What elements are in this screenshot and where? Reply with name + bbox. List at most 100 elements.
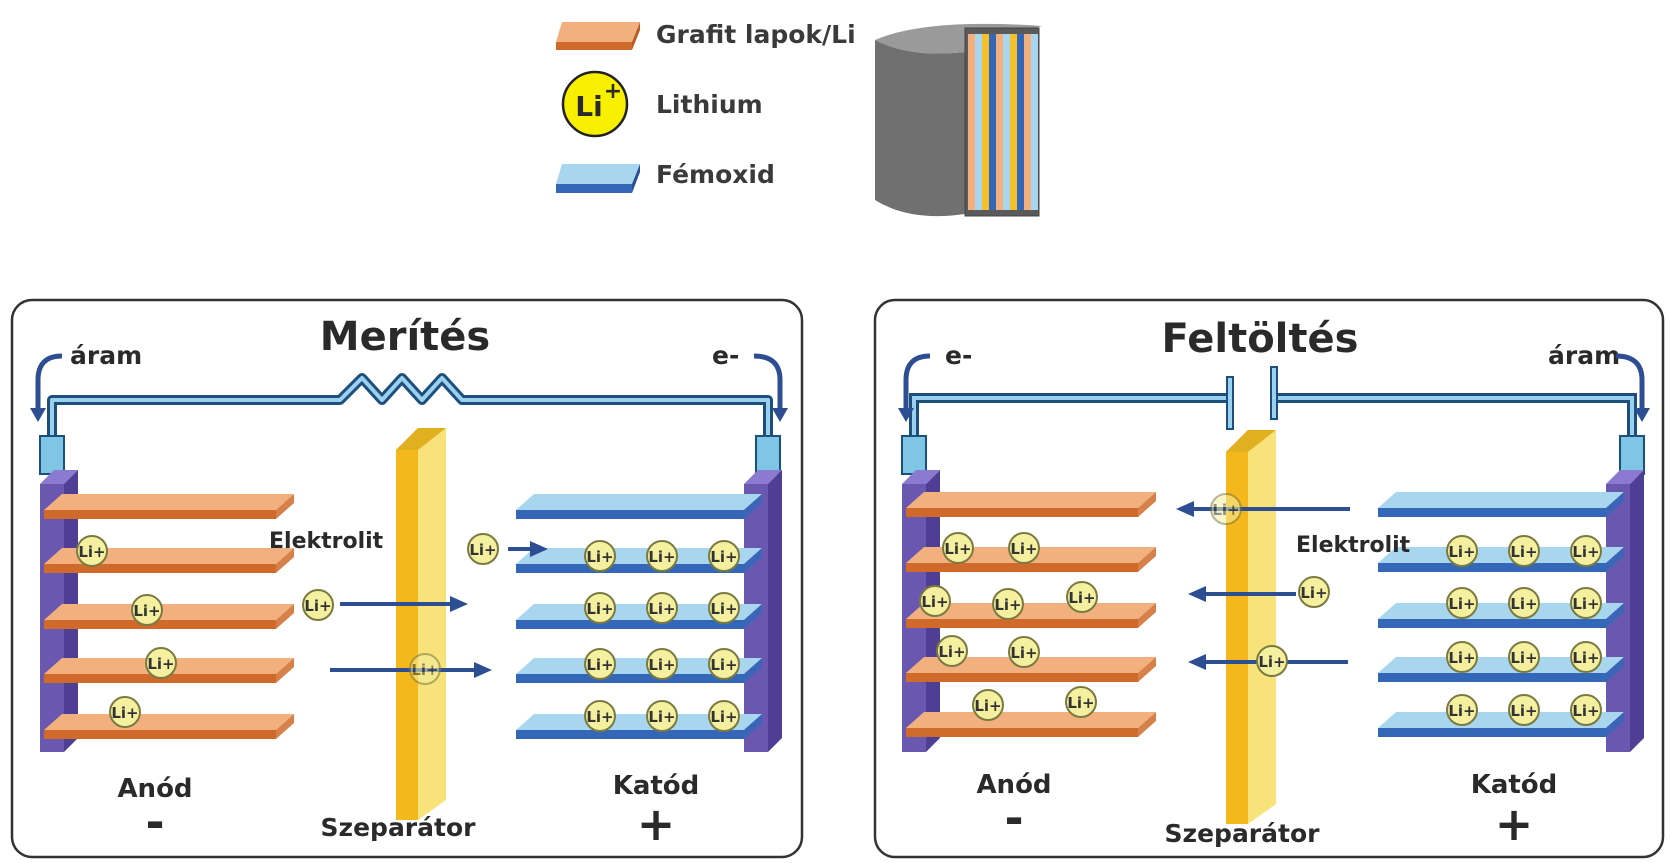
svg-text:Li+: Li+ [921,593,948,611]
discharge-cathode: Li+Li+Li+Li+Li+Li+Li+Li+Li+Li+Li+Li+ [516,470,782,752]
metal-oxide-plate [1378,492,1624,517]
discharge-separator [396,428,446,820]
legend-graphite-label: Grafit lapok/Li [656,20,856,49]
svg-text:Li+: Li+ [1258,653,1285,671]
lithium-ion: Li+ [131,594,163,626]
lithium-ion-moving: Li+ [409,653,441,685]
lithium-swatch: Li + [561,70,629,138]
svg-text:Li+: Li+ [78,543,105,561]
lithium-ion: Li+ [936,635,968,667]
lithium-ion: Li+ [1570,587,1602,619]
lithium-ion: Li+ [1066,581,1098,613]
svg-text:Li+: Li+ [974,697,1001,715]
svg-text:Li+: Li+ [1572,702,1599,720]
lithium-ion: Li+ [109,696,141,728]
svg-text:Li+: Li+ [1010,644,1037,662]
discharge-frame [10,298,804,859]
charge-cathode-collector [1606,470,1644,752]
charge-separator [1226,430,1276,824]
discharge-cathode-label: Katód [613,771,700,801]
graphite-plate [906,657,1156,682]
svg-text:Li+: Li+ [1068,589,1095,607]
lithium-ion: Li+ [1446,535,1478,567]
charge-electron-arrow-left [898,353,931,422]
graphite-plate [906,547,1156,572]
cell-layer [1010,34,1017,210]
lithium-ion: Li+ [708,592,740,624]
charge-separator-label: Szeparátor [1165,819,1321,848]
svg-text:Li+: Li+ [147,655,174,673]
metal-oxide-plate [1378,712,1624,737]
svg-text:Li+: Li+ [710,708,737,726]
discharge-cathode-sign: + [637,797,676,851]
lithium-ion: Li+ [1065,686,1097,718]
lithium-ion: Li+ [646,648,678,680]
graphite-plate [906,712,1156,737]
graphite-plate [44,714,294,739]
discharge-separator-label: Szeparátor [321,813,477,842]
graphite-plate [44,604,294,629]
lithium-ion: Li+ [1570,641,1602,673]
charge-circuit-wire [909,393,1637,440]
lithium-ion: Li+ [1446,587,1478,619]
svg-text:Li+: Li+ [938,643,965,661]
charge-ion-arrow [1188,586,1296,602]
metal-oxide-plate [516,494,762,519]
svg-text:Li+: Li+ [710,656,737,674]
discharge-current-arrow-left [30,353,63,422]
charge-anode-collector [902,470,940,752]
svg-text:Li+: Li+ [1572,595,1599,613]
charge-cathode: Li+Li+Li+Li+Li+Li+Li+Li+Li+Li+Li+Li+ [1378,470,1644,752]
charge-current-arrow-right [1615,353,1650,422]
charge-left-flow-label: e- [945,341,972,370]
svg-text:Li+: Li+ [648,600,675,618]
discharge-cathode-terminal [755,435,781,475]
metal-oxide-plate [516,604,762,629]
svg-text:Li+: Li+ [111,704,138,722]
svg-text:Li+: Li+ [1448,595,1475,613]
lithium-ion: Li+ [972,689,1004,721]
cell-layer [996,34,1003,210]
lithium-ion: Li+ [584,540,616,572]
cell-layer [1003,34,1010,210]
metal-oxide-swatch [556,164,640,193]
lithium-ion-moving: Li+ [467,533,499,565]
svg-text:Li+: Li+ [648,656,675,674]
svg-text:Li+: Li+ [133,602,160,620]
lithium-ion-moving: Li+ [1256,645,1288,677]
charge-anode-terminal [901,435,927,475]
svg-text:Li+: Li+ [304,597,331,615]
svg-text:Li+: Li+ [1572,649,1599,667]
lithium-ion: Li+ [646,592,678,624]
charge-anode: Li+Li+Li+Li+Li+Li+Li+Li+Li+ [902,470,1156,752]
charge-cathode-sign: + [1495,797,1534,851]
svg-text:Li+: Li+ [1067,694,1094,712]
lithium-ion-moving: Li+ [302,589,334,621]
lithium-ion: Li+ [1508,535,1540,567]
legend-metal-oxide-label: Fémoxid [656,160,775,189]
cell-layer [1017,34,1024,210]
svg-text:Li+: Li+ [586,656,613,674]
lithium-ion: Li+ [584,700,616,732]
svg-text:Li+: Li+ [710,600,737,618]
charge-electrolyte-label: Elektrolit [1296,533,1411,558]
lithium-ion-moving: Li+ [1210,493,1242,525]
lithium-ion: Li+ [708,540,740,572]
charge-anode-label: Anód [976,770,1051,800]
battery-cell-cutaway [875,23,1042,217]
discharge-ion-flow: Li+ Li+ Li+ [302,533,548,685]
legend: Li + [556,22,1042,217]
discharge-anode-collector [40,470,78,752]
svg-text:Li+: Li+ [1510,649,1537,667]
lithium-ion: Li+ [1446,694,1478,726]
lithium-ion: Li+ [1570,694,1602,726]
charge-power-source-symbol [1226,366,1278,430]
lithium-ion: Li+ [646,540,678,572]
discharge-circuit-wire [47,373,773,440]
discharge-ion-arrow [330,662,492,678]
discharge-electron-arrow-right [753,353,788,422]
lithium-ion: Li+ [1508,641,1540,673]
cell-layer [1031,34,1038,210]
cell-layer [1024,34,1031,210]
lithium-ion: Li+ [584,592,616,624]
